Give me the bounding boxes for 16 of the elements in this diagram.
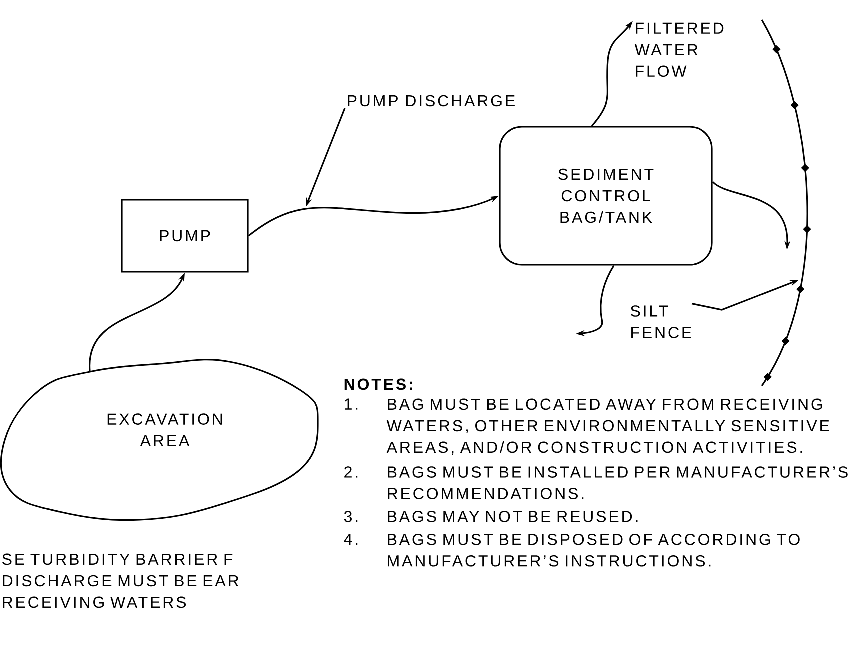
note-number: 4. [344, 534, 358, 545]
note-number: 2. [344, 466, 358, 478]
note-number: 1. [345, 398, 358, 410]
note-text: SE TURBIDITY BARRIER F DISCHARGE MUST BE EAR RECEIVING WATERS [2, 554, 239, 608]
silt-fence-label: SILT FENCE [630, 306, 692, 338]
flow-label: FILTERED WATER FLOW [634, 22, 724, 78]
notes-heading: NOTES: [344, 378, 412, 390]
note-text: BAGS MUST BE DISPOSED OF ACCORDING TO MANUFACTURER’S INSTRUCTIONS. [388, 534, 800, 567]
tank-box: SEDIMENT CONTROL BAG/TANK [499, 126, 713, 266]
excavation-area: EXCAVATION AREA [0, 359, 319, 522]
note-number: 3. [344, 511, 358, 522]
pump-box: PUMP [121, 199, 249, 273]
note-text: BAGS MAY NOT BE REUSED. [388, 511, 638, 522]
note-text: BAGS MUST BE INSTALLED PER MANUFACTURER’S RECOMMENDATIONS. [388, 466, 848, 500]
silt-fence-drawing [761, 20, 812, 386]
leader-label: PUMP DISCHARGE [348, 95, 515, 107]
